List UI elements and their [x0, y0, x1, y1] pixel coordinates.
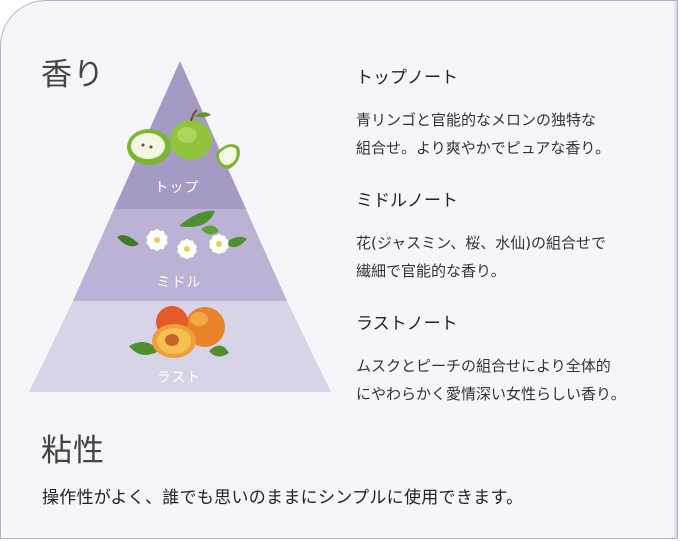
note-middle-heading: ミドルノート [356, 191, 458, 211]
note-top-line1: 青リンゴと官能的なメロンの独特な [356, 111, 597, 129]
note-middle: ミドルノート 花(ジャスミン、桜、水仙)の組合せで 繊細で官能的な香り。 [356, 186, 606, 285]
fragrance-pyramid: トップ [29, 61, 331, 392]
fragrance-title: 香り [41, 57, 105, 93]
note-base-line2: にやわらかく愛情深い女性らしい香り。 [356, 385, 626, 403]
viscosity-description: 操作性がよく、誰でも思いのままにシンプルに使用できます。 [42, 488, 524, 508]
pyramid-middle-label: ミドル [157, 275, 202, 291]
viscosity-title: 粘性 [41, 433, 105, 469]
pyramid-base-label: ラスト [157, 370, 202, 386]
note-base-heading: ラストノート [356, 314, 458, 334]
pyramid-top-label: トップ [155, 180, 200, 196]
green-apples-icon [127, 109, 240, 169]
note-base: ラストノート ムスクとピーチの組合せにより全体的 にやわらかく愛情深い女性らしい… [356, 309, 626, 408]
note-middle-line2: 繊細で官能的な香り。 [356, 262, 506, 280]
note-base-line1: ムスクとピーチの組合せにより全体的 [356, 357, 611, 375]
note-top: トップノート 青リンゴと官能的なメロンの独特な 組合せ。より爽やかでピュアな香り… [356, 63, 610, 162]
note-top-line2: 組合せ。より爽やかでピュアな香り。 [356, 139, 611, 157]
jasmine-flowers-icon [117, 210, 247, 259]
note-middle-line1: 花(ジャスミン、桜、水仙)の組合せで [356, 234, 607, 252]
note-top-heading: トップノート [356, 68, 458, 88]
peaches-icon [129, 306, 229, 358]
